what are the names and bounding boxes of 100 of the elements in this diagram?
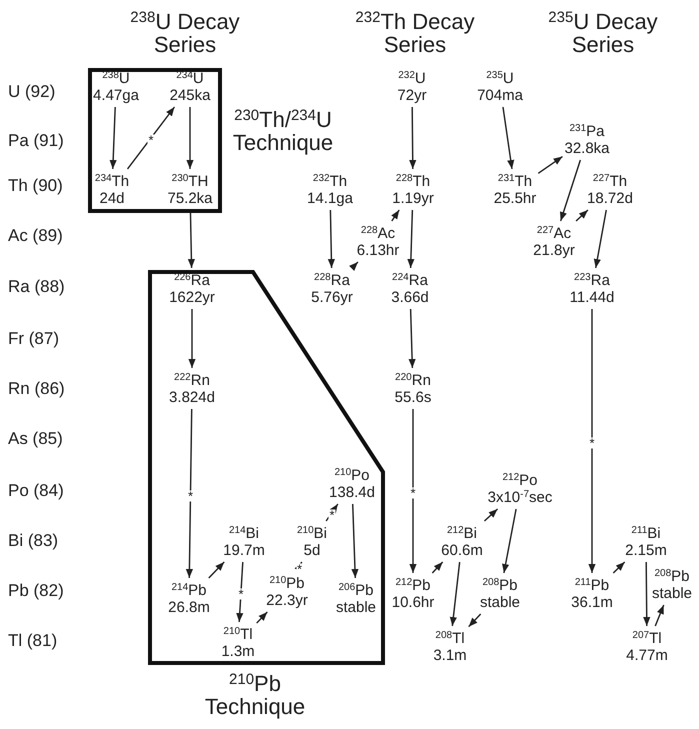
nuclide-symbol: $^{210}$Tl <box>222 626 254 643</box>
half-life: 138.4d <box>329 484 375 501</box>
nuclide-symbol: $^{228}$Ac <box>360 225 396 242</box>
decay-arrow <box>538 156 563 174</box>
decay-arrow <box>432 562 444 574</box>
decay-arrow <box>408 308 416 368</box>
nuclide-symbol: $^{211}$Pb <box>574 577 610 594</box>
nuclide-symbol: $^{226}$Ra <box>173 272 211 289</box>
edge-label: * <box>186 490 194 501</box>
nuclide-symbol: $^{214}$Pb <box>170 582 208 599</box>
decay-arrow <box>468 614 482 628</box>
nuclide-symbol: $^{232}$Th <box>312 173 348 190</box>
series-heading: $^{238}$U Decay Series <box>129 10 241 56</box>
decay-arrow <box>560 160 582 222</box>
nuclide-symbol: $^{222}$Rn <box>173 372 211 389</box>
edge-label: * <box>409 488 417 498</box>
nuclide-symbol: $^{212}$Bi <box>446 525 478 542</box>
half-life: stable <box>652 585 692 602</box>
decay-arrow <box>126 106 176 170</box>
nuclide-symbol: $^{220}$Rn <box>394 372 432 389</box>
half-life: 22.3yr <box>266 592 308 609</box>
nuclide-symbol: $^{207}$Tl <box>631 630 663 647</box>
nuclide-symbol: $^{234}$Th <box>94 173 130 190</box>
element-label: As (85) <box>8 429 63 449</box>
half-life: 32.8ka <box>564 140 610 157</box>
nuclide-symbol: $^{210}$Po <box>333 467 371 484</box>
nuclide-symbol: $^{214}$Bi <box>228 525 260 542</box>
nuclide-symbol: $^{230}$TH <box>170 173 210 190</box>
element-label: Ra (88) <box>8 277 65 297</box>
series-heading: $^{232}$Th Decay Series <box>354 10 476 56</box>
half-life: 704ma <box>477 87 523 104</box>
half-life: 72yr <box>397 87 427 104</box>
nuclide-symbol: $^{228}$Th <box>394 173 432 190</box>
half-life: 3x10$^{-7}$sec <box>488 489 552 506</box>
decay-arrow <box>502 508 517 574</box>
half-life: 60.6m <box>441 542 483 559</box>
decay-arrow <box>391 210 400 222</box>
half-life: 3.824d <box>169 389 215 406</box>
edge-label: * <box>296 563 304 574</box>
decay-arrow <box>349 262 358 271</box>
nuclide-symbol: $^{223}$Ra <box>573 272 611 289</box>
half-life: 3.1m <box>433 647 467 664</box>
half-life: 11.44d <box>570 289 614 306</box>
element-label: Th (90) <box>8 176 63 196</box>
element-label: Ac (89) <box>8 226 63 246</box>
edge-label: * <box>237 588 245 600</box>
nuclide-symbol: $^{238}$U <box>101 70 131 87</box>
element-label: Tl (81) <box>8 631 58 651</box>
decay-arrow <box>409 107 416 169</box>
element-label: Po (84) <box>8 481 64 501</box>
nuclide-symbol: $^{208}$Tl <box>434 630 466 647</box>
edge-label: * <box>147 134 155 146</box>
decay-arrow <box>612 562 626 574</box>
decay-arrow <box>188 309 196 368</box>
decay-arrow <box>351 504 359 578</box>
decay-arrow <box>186 107 194 169</box>
decay-arrow <box>643 562 650 626</box>
decay-arrow <box>654 604 664 626</box>
element-label: Fr (87) <box>8 329 59 349</box>
half-life: 1.19yr <box>392 190 434 207</box>
element-label: U (92) <box>8 82 56 102</box>
decay-arrow <box>502 106 514 170</box>
decay-arrow <box>186 409 194 578</box>
edge-label: * <box>328 509 336 520</box>
decay-arrow <box>256 612 268 624</box>
half-life: 10.6hr <box>392 594 434 611</box>
nuclide-symbol: $^{228}$Ra <box>313 272 351 289</box>
nuclide-symbol: $^{208}$Pb <box>481 577 519 594</box>
element-label: Bi (83) <box>8 531 58 551</box>
half-life: 6.13hr <box>356 242 400 259</box>
half-life: 26.8m <box>168 599 210 616</box>
decay-arrow <box>484 508 498 522</box>
half-life: 21.8yr <box>533 242 575 259</box>
nuclide-symbol: $^{224}$Ra <box>391 272 429 289</box>
half-life: stable <box>480 594 520 611</box>
half-life: 4.47ga <box>93 87 139 104</box>
nuclide-symbol: $^{211}$Bi <box>630 525 662 542</box>
half-life: 1622yr <box>169 289 215 306</box>
half-life: 3.66d <box>391 289 429 306</box>
decay-arrow <box>594 210 607 268</box>
element-label: Rn (86) <box>8 379 65 399</box>
half-life: 25.5hr <box>494 190 536 207</box>
decay-arrow <box>450 562 460 626</box>
half-life: 5d <box>302 542 322 559</box>
nuclide-symbol: $^{208}$Pb <box>653 568 691 585</box>
nuclide-symbol: $^{235}$U <box>485 70 515 87</box>
decay-arrow <box>328 210 335 268</box>
half-life: stable <box>336 599 376 616</box>
half-life: 14.1ga <box>307 190 353 207</box>
nuclide-symbol: $^{227}$Ac <box>536 225 572 242</box>
half-life: 19.7m <box>223 542 265 559</box>
nuclide-symbol: $^{212}$Pb <box>394 577 432 594</box>
nuclide-symbol: $^{231}$Pa <box>568 123 606 140</box>
half-life: 245ka <box>170 87 210 104</box>
half-life: 24d <box>98 190 126 207</box>
nuclide-symbol: $^{227}$Th <box>592 173 628 190</box>
decay-arrow <box>576 209 588 222</box>
technique-label: $^{210}$Pb Technique <box>204 672 306 718</box>
decay-arrow <box>236 562 244 622</box>
nuclide-symbol: $^{210}$Pb <box>268 575 306 592</box>
